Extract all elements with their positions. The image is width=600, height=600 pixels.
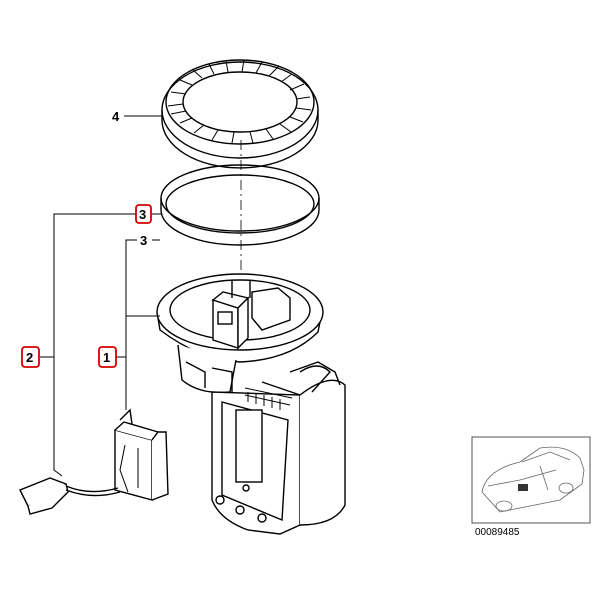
part-1-pump-assembly [114,273,346,535]
car-thumbnail [471,436,591,524]
callout-1-highlight [98,346,117,368]
fuel-pump-location-marker [518,484,528,491]
callout-3-highlight [135,204,152,224]
part-2-level-sensor [19,477,121,515]
reference-code: 00089485 [475,527,520,538]
callout-2: 2 [26,350,33,365]
leader-lines [40,115,163,477]
part-3-seal-ring [160,164,320,246]
callout-1: 1 [103,350,110,365]
car-icon [481,446,585,513]
callout-2-highlight [21,346,40,368]
part-4-retaining-ring [161,59,319,169]
callout-3: 3 [140,233,147,248]
callout-4: 4 [112,109,120,124]
callout-3-red: 3 [139,207,146,222]
